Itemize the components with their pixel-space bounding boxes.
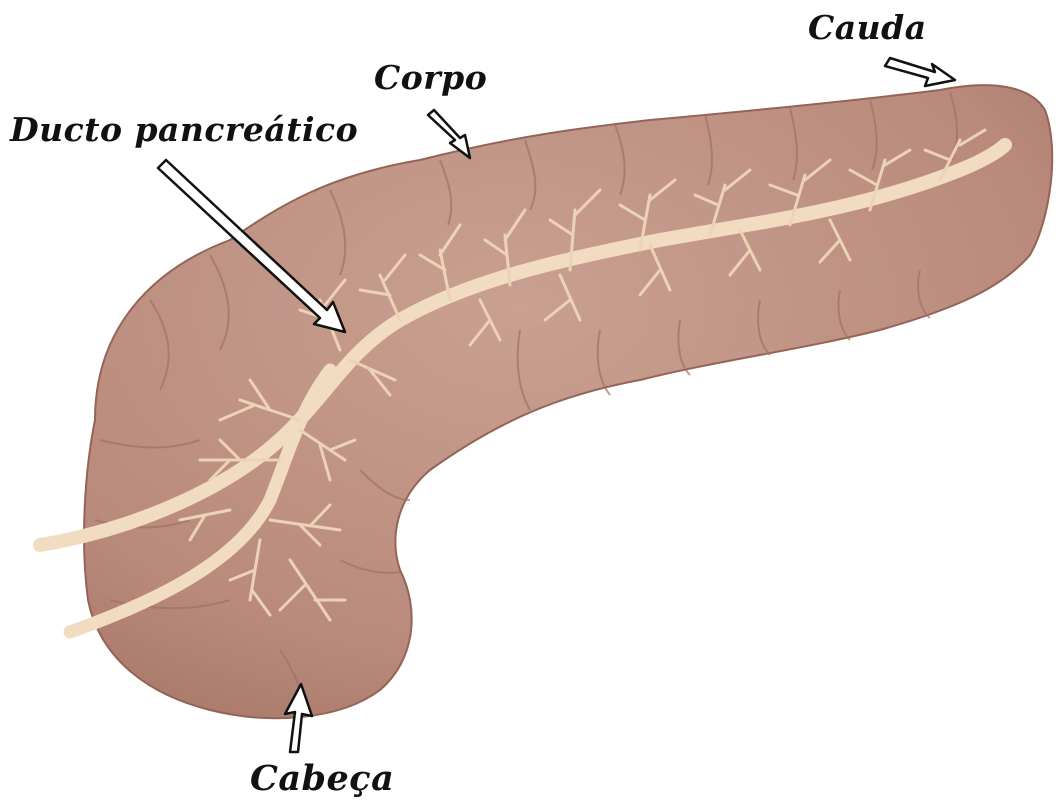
- pancreas-organ: [84, 85, 1052, 718]
- label-cabeca: Cabeça: [250, 758, 394, 799]
- cauda-arrow-icon: [885, 58, 955, 86]
- label-ducto-pancreatico: Ducto pancreático: [10, 110, 358, 149]
- label-cauda: Cauda: [808, 8, 927, 47]
- label-corpo: Corpo: [374, 58, 487, 97]
- corpo-arrow-icon: [428, 110, 470, 158]
